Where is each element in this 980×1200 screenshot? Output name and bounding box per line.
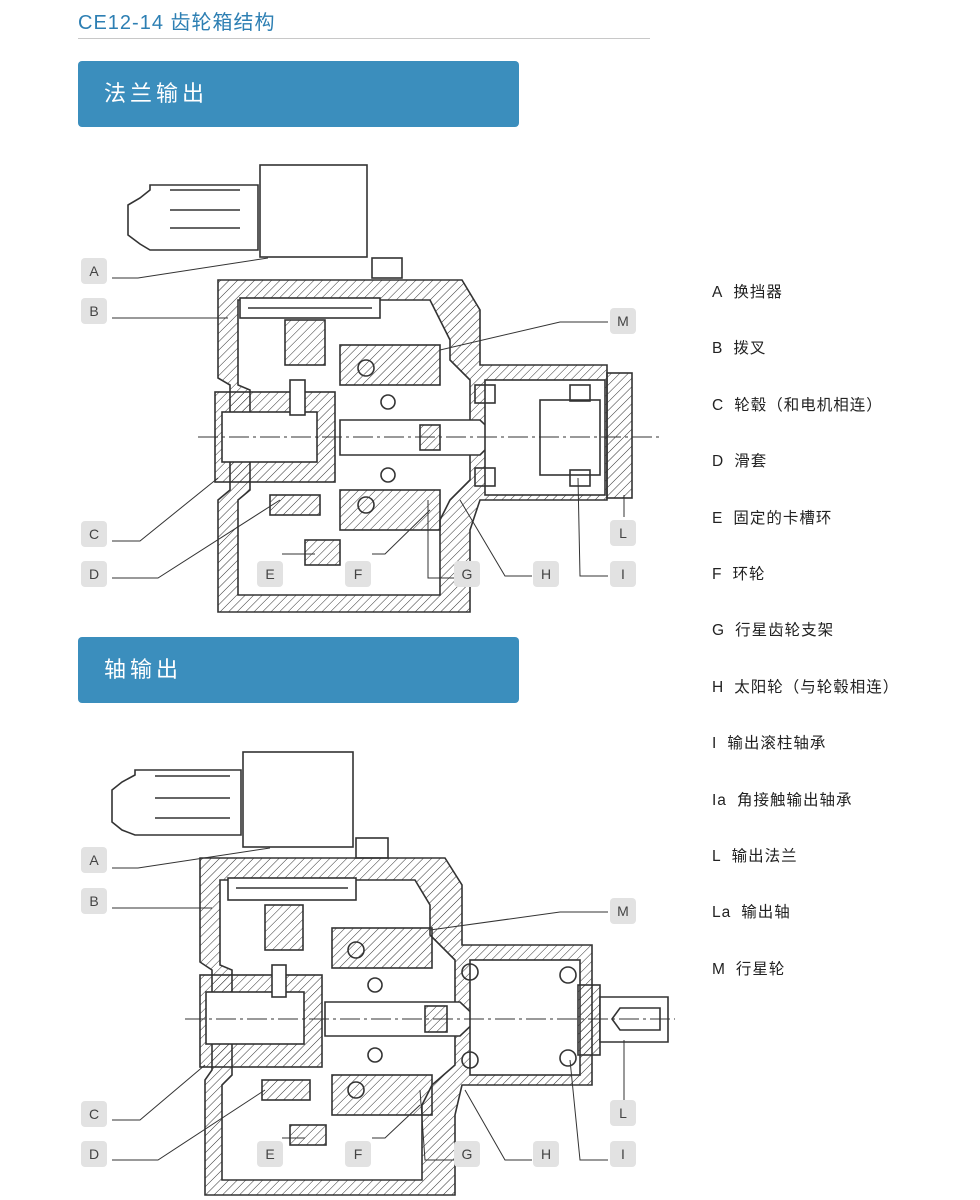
- legend-item: F 环轮: [712, 562, 899, 618]
- legend-text: 行星轮: [735, 960, 786, 978]
- callout-tag-l: L: [610, 520, 636, 546]
- legend-code: La: [712, 904, 732, 922]
- legend-item: D 滑套: [712, 449, 899, 505]
- legend-text: 滑套: [734, 453, 768, 471]
- callout-tag-d: D: [81, 561, 107, 587]
- callout-tag-h: H: [533, 1141, 559, 1167]
- legend-code: C: [712, 396, 725, 414]
- legend-text: 换挡器: [733, 284, 783, 301]
- title-divider: [78, 38, 650, 39]
- legend-code: Ia: [712, 791, 727, 809]
- legend-item: C 轮毂（和电机相连）: [712, 393, 899, 449]
- callout-tag-m: M: [610, 898, 636, 924]
- section-banner-flange-output: 法兰输出: [78, 61, 519, 127]
- legend-item: M 行星轮: [712, 957, 899, 1013]
- legend-item: H 太阳轮（与轮毂相连）: [712, 675, 899, 731]
- legend-text: 输出法兰: [731, 847, 798, 865]
- callout-tag-b: B: [81, 888, 107, 914]
- legend-code: F: [712, 565, 723, 583]
- callout-tag-f: F: [345, 561, 371, 587]
- callout-tag-a: A: [81, 258, 107, 284]
- legend-text: 轮毂（和电机相连）: [734, 396, 883, 414]
- legend-code: G: [712, 622, 726, 640]
- legend-text: 行星齿轮支架: [735, 622, 835, 640]
- parts-legend: A 换挡器 B 拨叉 C 轮毂（和电机相连） D 滑套 E 固定的卡槽环 F 环轮 G 行星齿…: [712, 280, 899, 1013]
- legend-item: B 拨叉: [712, 336, 899, 392]
- legend-code: H: [712, 678, 725, 696]
- legend-item: A 换挡器: [712, 280, 899, 336]
- legend-code: A: [712, 284, 724, 301]
- legend-code: D: [712, 453, 725, 471]
- callout-tag-f: F: [345, 1141, 371, 1167]
- callout-tag-i: I: [610, 1141, 636, 1167]
- callout-tag-l: L: [610, 1100, 636, 1126]
- callout-tag-e: E: [257, 1141, 283, 1167]
- callout-tag-h: H: [533, 561, 559, 587]
- legend-item: G 行星齿轮支架: [712, 618, 899, 674]
- legend-item: I 输出滚柱轴承: [712, 731, 899, 787]
- callout-tag-c: C: [81, 1101, 107, 1127]
- legend-text: 固定的卡槽环: [733, 509, 833, 527]
- legend-code: L: [712, 847, 722, 865]
- section-banner-shaft-output: 轴输出: [78, 637, 519, 703]
- page-title: CE12-14 齿轮箱结构: [78, 12, 276, 34]
- legend-item: L 输出法兰: [712, 844, 899, 900]
- legend-text: 输出滚柱轴承: [727, 735, 827, 753]
- callout-tag-e: E: [257, 561, 283, 587]
- legend-code: B: [712, 340, 724, 358]
- callout-tag-a: A: [81, 847, 107, 873]
- callout-tag-g: G: [454, 561, 480, 587]
- legend-item: Ia 角接触输出轴承: [712, 788, 899, 844]
- flange-output-drawing: [112, 164, 660, 613]
- callout-tag-b: B: [81, 298, 107, 324]
- callout-tag-c: C: [81, 521, 107, 547]
- shaft-output-drawing: [111, 751, 675, 1196]
- legend-code: M: [712, 960, 726, 978]
- callout-tag-d: D: [81, 1141, 107, 1167]
- legend-text: 环轮: [732, 565, 766, 583]
- legend-item: E 固定的卡槽环: [712, 506, 899, 562]
- legend-text: 太阳轮（与轮毂相连）: [734, 678, 900, 696]
- legend-text: 拨叉: [733, 340, 767, 358]
- callout-tag-i: I: [610, 561, 636, 587]
- legend-text: 输出轴: [741, 904, 791, 922]
- callout-tag-g: G: [454, 1141, 480, 1167]
- legend-text: 角接触输出轴承: [736, 791, 853, 809]
- legend-item: La 输出轴: [712, 900, 899, 956]
- legend-code: E: [712, 509, 724, 527]
- callout-tag-m: M: [610, 308, 636, 334]
- legend-code: I: [712, 735, 718, 753]
